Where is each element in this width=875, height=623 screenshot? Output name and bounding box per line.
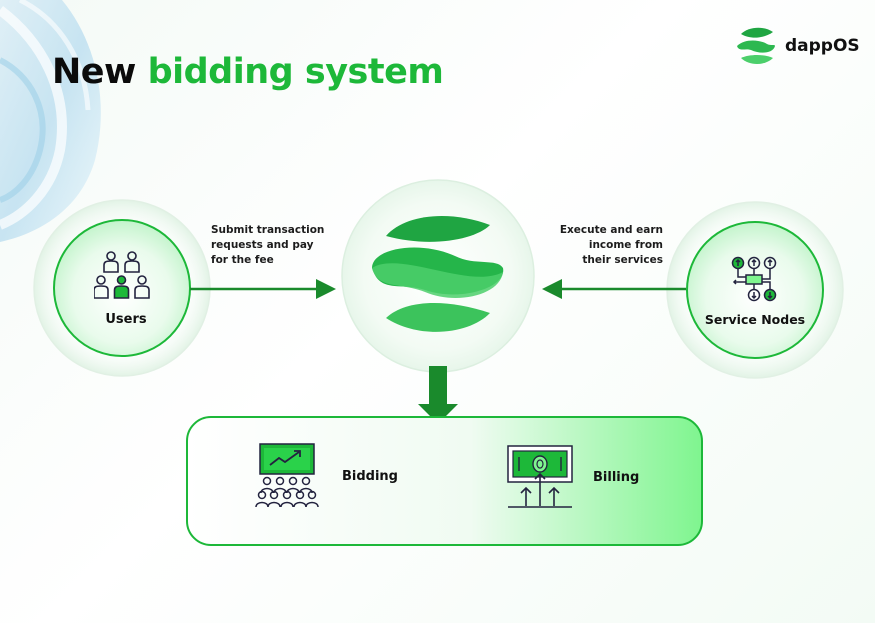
title-part-1: New	[52, 52, 136, 92]
arrow-nodes-to-core	[542, 279, 686, 299]
service-nodes-label: Service Nodes	[704, 312, 806, 327]
arrow-core-to-outputs	[418, 366, 458, 424]
brand-name: dappOS	[785, 36, 860, 56]
brand-logo: dappOS	[735, 24, 860, 68]
users-edge-note: Submit transaction requests and pay for …	[211, 223, 324, 268]
title-part-2: bidding system	[147, 52, 444, 92]
users-group-icon	[94, 251, 150, 299]
page-title: New bidding system	[52, 52, 444, 92]
billing-label: Billing	[593, 470, 640, 485]
nodes-edge-note-line: income from	[588, 239, 663, 251]
users-edge-note-line: requests and pay	[211, 239, 314, 251]
nodes-edge-note-line: Execute and earn	[559, 224, 663, 236]
decorative-glass-swirl	[0, 0, 101, 242]
core-dappos-node	[341, 179, 535, 373]
billing-money-icon	[507, 445, 573, 508]
arrow-users-to-core	[190, 279, 336, 299]
bidding-screen-icon	[255, 443, 319, 508]
users-label: Users	[105, 312, 147, 327]
users-edge-note-line: Submit transaction	[211, 224, 325, 236]
nodes-edge-note-line: their services	[582, 254, 663, 266]
nodes-edge-note: Execute and earn income from their servi…	[544, 223, 663, 268]
users-edge-note-line: for the fee	[211, 254, 274, 266]
dappos-logo-icon	[737, 27, 775, 64]
bidding-label: Bidding	[342, 469, 398, 484]
outputs-box	[186, 416, 703, 546]
service-nodes-icon	[731, 256, 777, 302]
